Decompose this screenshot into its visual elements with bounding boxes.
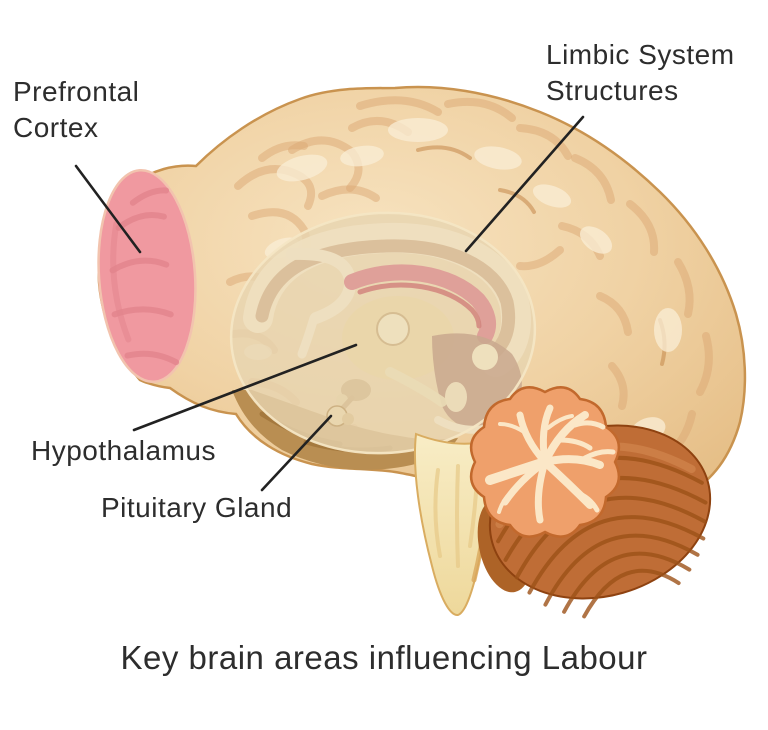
label-prefrontal-line1: Prefrontal	[13, 76, 140, 107]
label-pituitary-gland: Pituitary Gland	[101, 492, 293, 523]
leader-line-pituitary	[260, 414, 333, 492]
label-limbic-line2: Structures	[546, 75, 679, 107]
label-prefrontal-line2: Cortex	[13, 112, 99, 144]
label-limbic-line1: Limbic System	[546, 39, 735, 70]
label-prefrontal-cortex: Prefrontal Cortex	[13, 74, 139, 147]
fornix-column-shape	[297, 313, 319, 359]
label-limbic-system: Limbic System Structures	[546, 37, 735, 110]
corpus-callosum-shape	[255, 239, 516, 361]
pituitary-gland-shape	[326, 395, 355, 427]
diagram-caption: Key brain areas influencing Labour	[120, 639, 648, 676]
cingulate-band	[344, 264, 497, 344]
hypothalamus-shape	[341, 379, 371, 401]
leader-line-limbic	[464, 115, 585, 253]
limbic-structures	[243, 222, 531, 434]
limbic-overlay-border	[229, 211, 537, 455]
thalamus-shape	[376, 312, 410, 346]
label-hypothalamus: Hypothalamus	[31, 435, 216, 466]
cerebellum-vermis	[469, 386, 621, 538]
leader-line-hypothalamus	[132, 343, 358, 432]
prefrontal-cortex-region	[97, 168, 197, 384]
leader-line-prefrontal	[74, 164, 142, 254]
